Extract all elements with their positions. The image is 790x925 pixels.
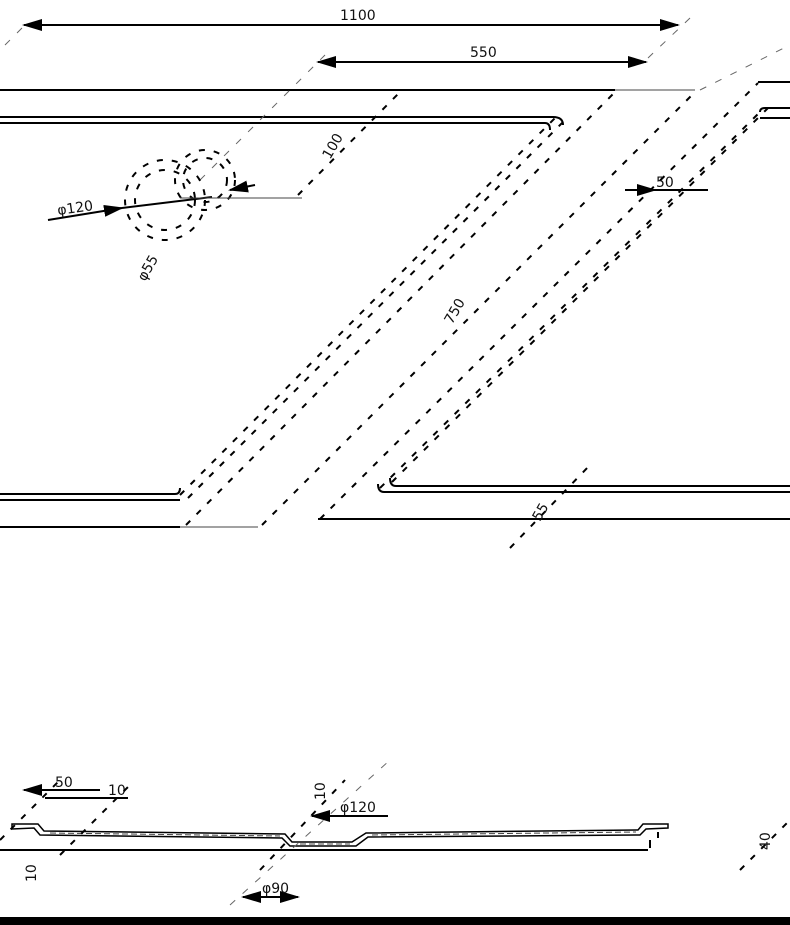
rim-step-label: 10 bbox=[108, 783, 126, 799]
front-rim-label: 55 bbox=[530, 501, 553, 524]
basin-profile bbox=[11, 823, 669, 847]
section-view: 50 10 10 10 φ120 φ90 40 bbox=[0, 759, 790, 906]
bottom-border bbox=[0, 917, 790, 925]
rim-thickness-label: 10 bbox=[24, 864, 40, 882]
bowl-width-label: 550 bbox=[470, 45, 497, 61]
plan-view: 1100 550 100 bbox=[0, 8, 790, 549]
drain-symbol bbox=[47, 149, 302, 241]
edge-height-label: 40 bbox=[758, 832, 774, 850]
side-rim-label: 50 bbox=[656, 175, 674, 191]
drain-inner-diameter-label: φ55 bbox=[135, 253, 162, 284]
drain-bottom-label: φ90 bbox=[262, 881, 289, 897]
section-drain-diameter-label: φ120 bbox=[340, 800, 376, 816]
drain-depth-label: 10 bbox=[313, 782, 329, 800]
rim-offset-label: 100 bbox=[320, 131, 347, 162]
rim-width-label: 50 bbox=[55, 775, 73, 791]
drain-diameter-label: φ120 bbox=[56, 198, 94, 219]
overall-width-label: 1100 bbox=[340, 8, 376, 24]
inner-rim-bottom bbox=[0, 487, 181, 495]
